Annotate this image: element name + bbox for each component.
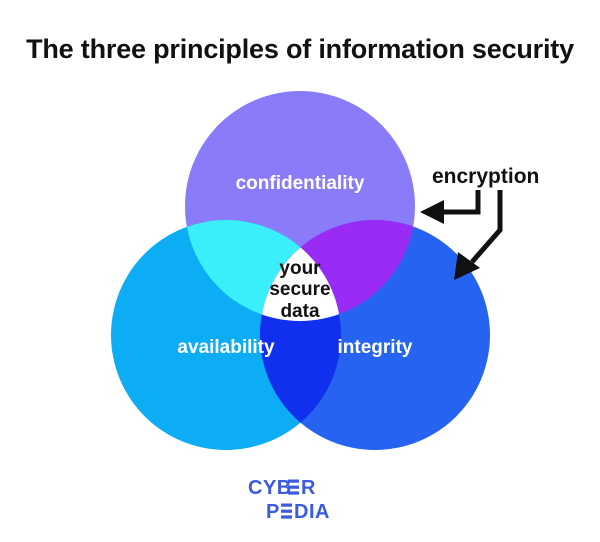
cyberpedia-logo-svg: CYB R P DIA [248, 477, 330, 523]
cyberpedia-logo: CYB R P DIA [0, 476, 600, 529]
logo-text-pedia-part1: P [266, 501, 280, 523]
logo-stylized-e-icon-2 [281, 503, 292, 519]
venn-label-availability: availability [177, 337, 275, 358]
venn-center-label-line-2: secure [269, 279, 331, 301]
logo-text-cyber-part1: CYB [248, 477, 292, 499]
venn-label-confidentiality: confidentiality [235, 173, 365, 194]
venn-label-integrity: integrity [337, 337, 413, 358]
logo-text-cyber-part2: R [301, 477, 316, 499]
venn-center-label-line-3: data [280, 300, 320, 322]
arrow-down-left-icon [470, 190, 503, 264]
venn-center-label-line-1: your [279, 258, 321, 279]
logo-stylized-e-icon-1 [288, 479, 299, 495]
annotation-arrows-svg [420, 190, 503, 280]
arrow-left-icon [440, 190, 481, 215]
logo-text-pedia-part2: DIA [294, 501, 330, 523]
annotation-arrows [410, 190, 535, 290]
arrow-down-left-head-icon [454, 252, 480, 280]
annotation-label-encryption: encryption [432, 165, 540, 188]
venn-overlap-center [260, 220, 341, 321]
arrow-left-head-icon [420, 200, 444, 224]
page-title: The three principles of information secu… [26, 34, 574, 64]
venn-center-label: your secure data [240, 258, 360, 322]
